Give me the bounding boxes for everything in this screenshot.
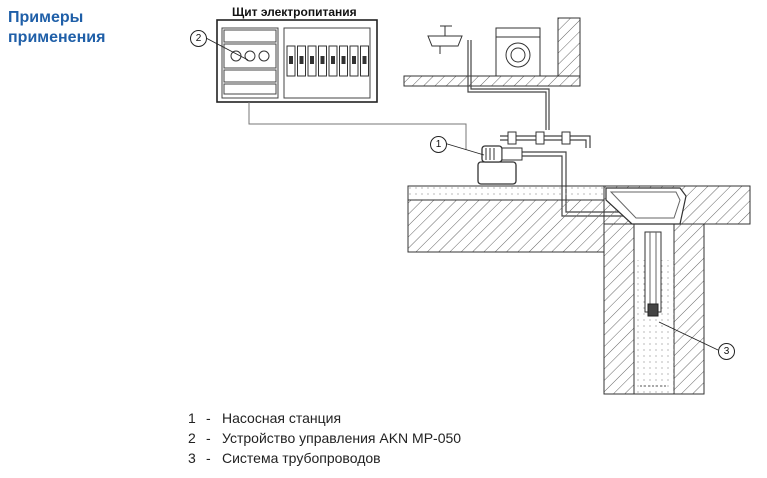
submersible-pump: [647, 303, 659, 317]
legend-text: Устройство управления AKN MP-050: [222, 430, 462, 446]
callout-2: 2: [190, 30, 207, 47]
legend-dash: -: [206, 450, 211, 466]
washing-machine: [495, 27, 541, 77]
legend-item-1: 1 - Насосная станция: [188, 408, 461, 428]
legend-item-3: 3 - Система трубопроводов: [188, 448, 461, 468]
breaker-toggle: [289, 56, 293, 64]
callout-leaders: [205, 37, 719, 351]
valves: [507, 131, 571, 145]
legend-number: 3: [188, 450, 196, 466]
legend-number: 2: [188, 430, 196, 446]
breaker-toggle: [299, 56, 304, 64]
building-wall: [403, 17, 581, 87]
well: [603, 187, 705, 395]
legend-dash: -: [206, 430, 211, 446]
callout-1: 1: [430, 136, 447, 153]
legend-dash: -: [206, 410, 211, 426]
section-heading: Примеры применения: [8, 9, 106, 46]
legend: 1 - Насосная станция 2 - Устройство упра…: [188, 408, 461, 468]
callout-3: 3: [718, 343, 735, 360]
sink: [427, 25, 463, 54]
panel-title: Щит электропитания: [232, 5, 357, 19]
legend-number: 1: [188, 410, 196, 426]
legend-text: Насосная станция: [222, 410, 342, 426]
breaker-toggle: [362, 56, 367, 64]
breaker-toggle: [310, 56, 314, 64]
power-cable: [248, 102, 467, 150]
legend-item-2: 2 - Устройство управления AKN MP-050: [188, 428, 461, 448]
breaker-toggle: [341, 56, 346, 64]
legend-text: Система трубопроводов: [222, 450, 381, 466]
breaker-toggle: [320, 56, 325, 64]
breaker-toggle: [352, 56, 356, 64]
breaker-group: [286, 45, 369, 77]
breaker-toggle: [331, 56, 335, 64]
pump-station: [477, 145, 523, 185]
